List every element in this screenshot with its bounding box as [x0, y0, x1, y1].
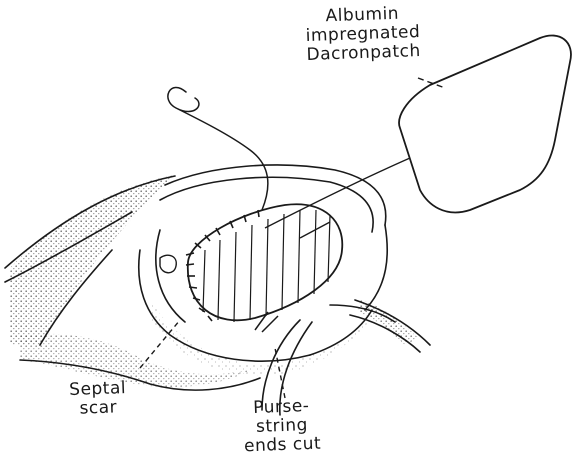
label-purse-string: Purse- string ends cut [231, 396, 333, 456]
label-septal-scar: Septal scar [57, 379, 138, 420]
label-septal-line2: scar [58, 398, 139, 420]
label-dacron-patch: Albumin impregnated Dacronpatch [297, 4, 429, 66]
sewn-patch [186, 204, 342, 322]
patch-thread [265, 158, 410, 228]
dacron-patch [399, 35, 571, 212]
suture-knot [160, 255, 176, 273]
label-purse-line3: ends cut [232, 434, 333, 456]
